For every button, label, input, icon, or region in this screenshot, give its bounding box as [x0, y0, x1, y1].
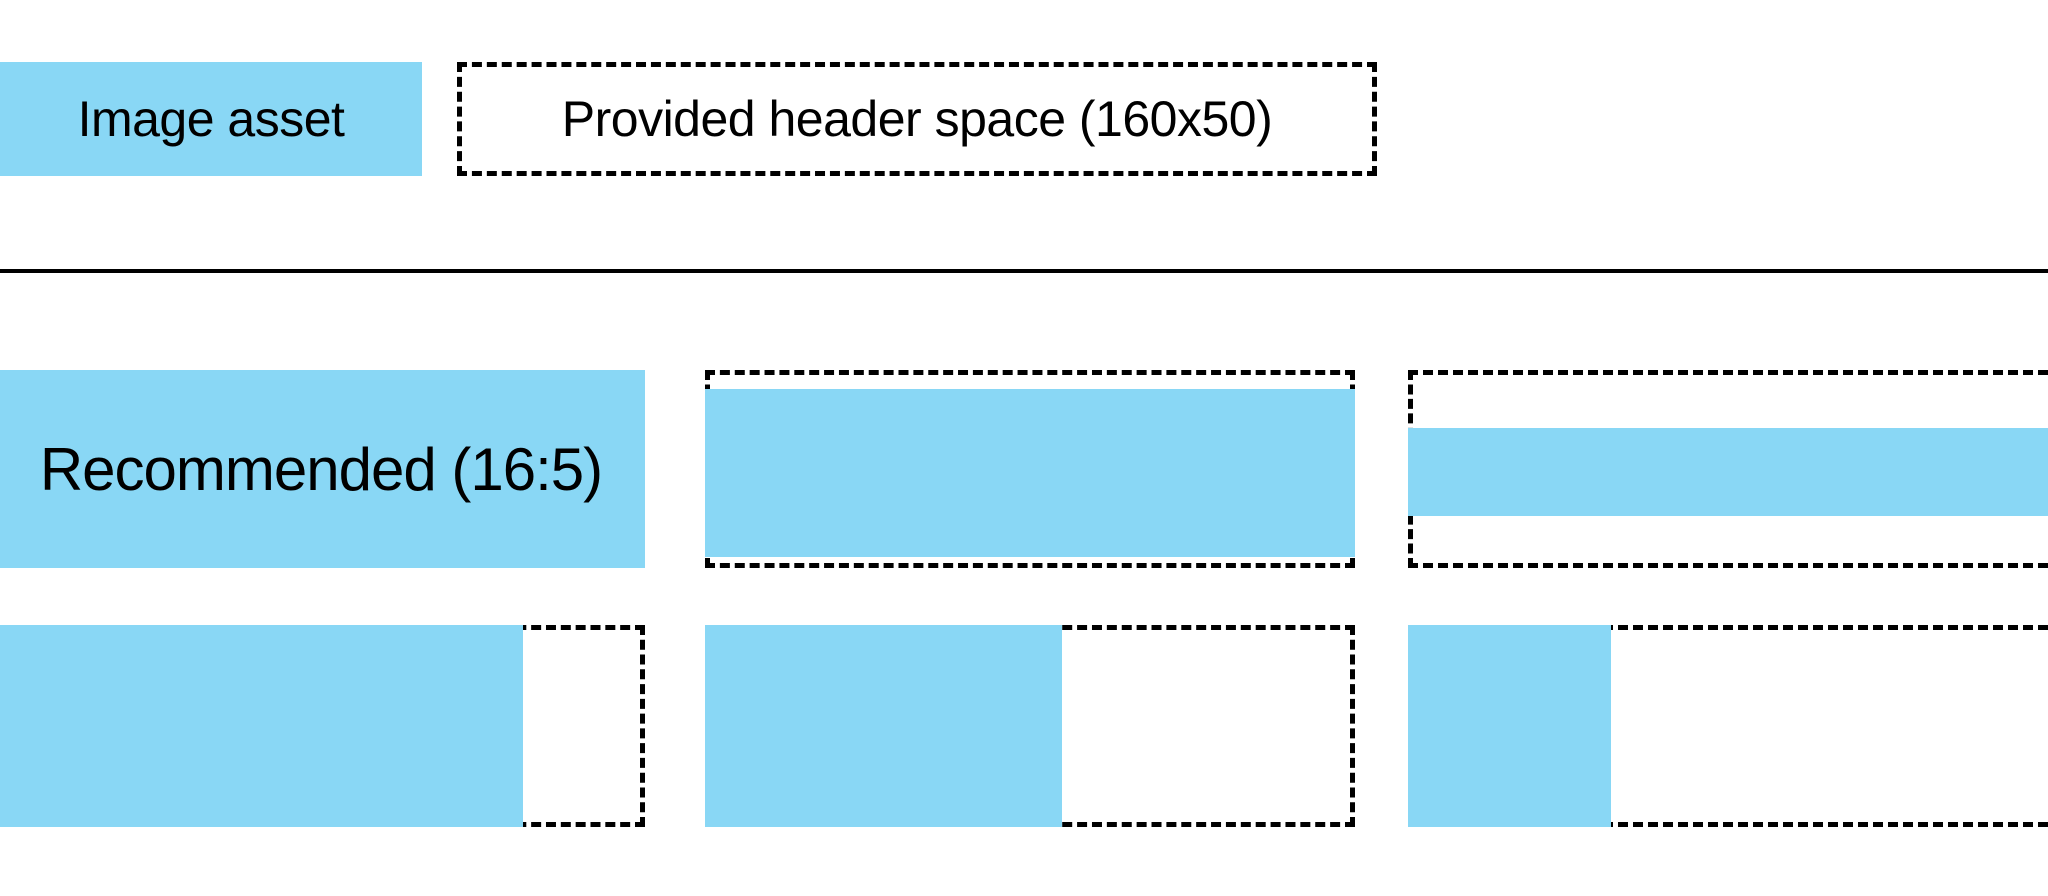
- image-asset-fill: [705, 389, 1355, 557]
- box-label: Recommended (16:5): [39, 435, 603, 503]
- example-recommended-16-5: Recommended (16:5): [0, 370, 645, 568]
- image-asset-fill: [0, 370, 645, 568]
- image-asset-fill: [705, 625, 1062, 827]
- divider-line: [0, 269, 2048, 273]
- example-wide-asset-full-width: [705, 370, 1355, 568]
- legend-image-asset-swatch: Image asset: [0, 62, 422, 176]
- example-extra-wide-asset-stripe: [1408, 370, 2048, 568]
- image-asset-fill: [1408, 625, 1611, 827]
- legend-header-space-box: Provided header space (160x50): [457, 62, 1377, 176]
- legend-header-space-label: Provided header space (160x50): [561, 91, 1273, 147]
- example-tall-asset-left-aligned: [0, 625, 645, 827]
- legend-image-asset-label: Image asset: [77, 91, 345, 147]
- example-taller-asset-left-aligned: [705, 625, 1355, 827]
- image-asset-fill: [1408, 428, 2048, 516]
- image-asset-fill: [0, 625, 523, 827]
- example-square-asset-left-aligned: [1408, 625, 2048, 827]
